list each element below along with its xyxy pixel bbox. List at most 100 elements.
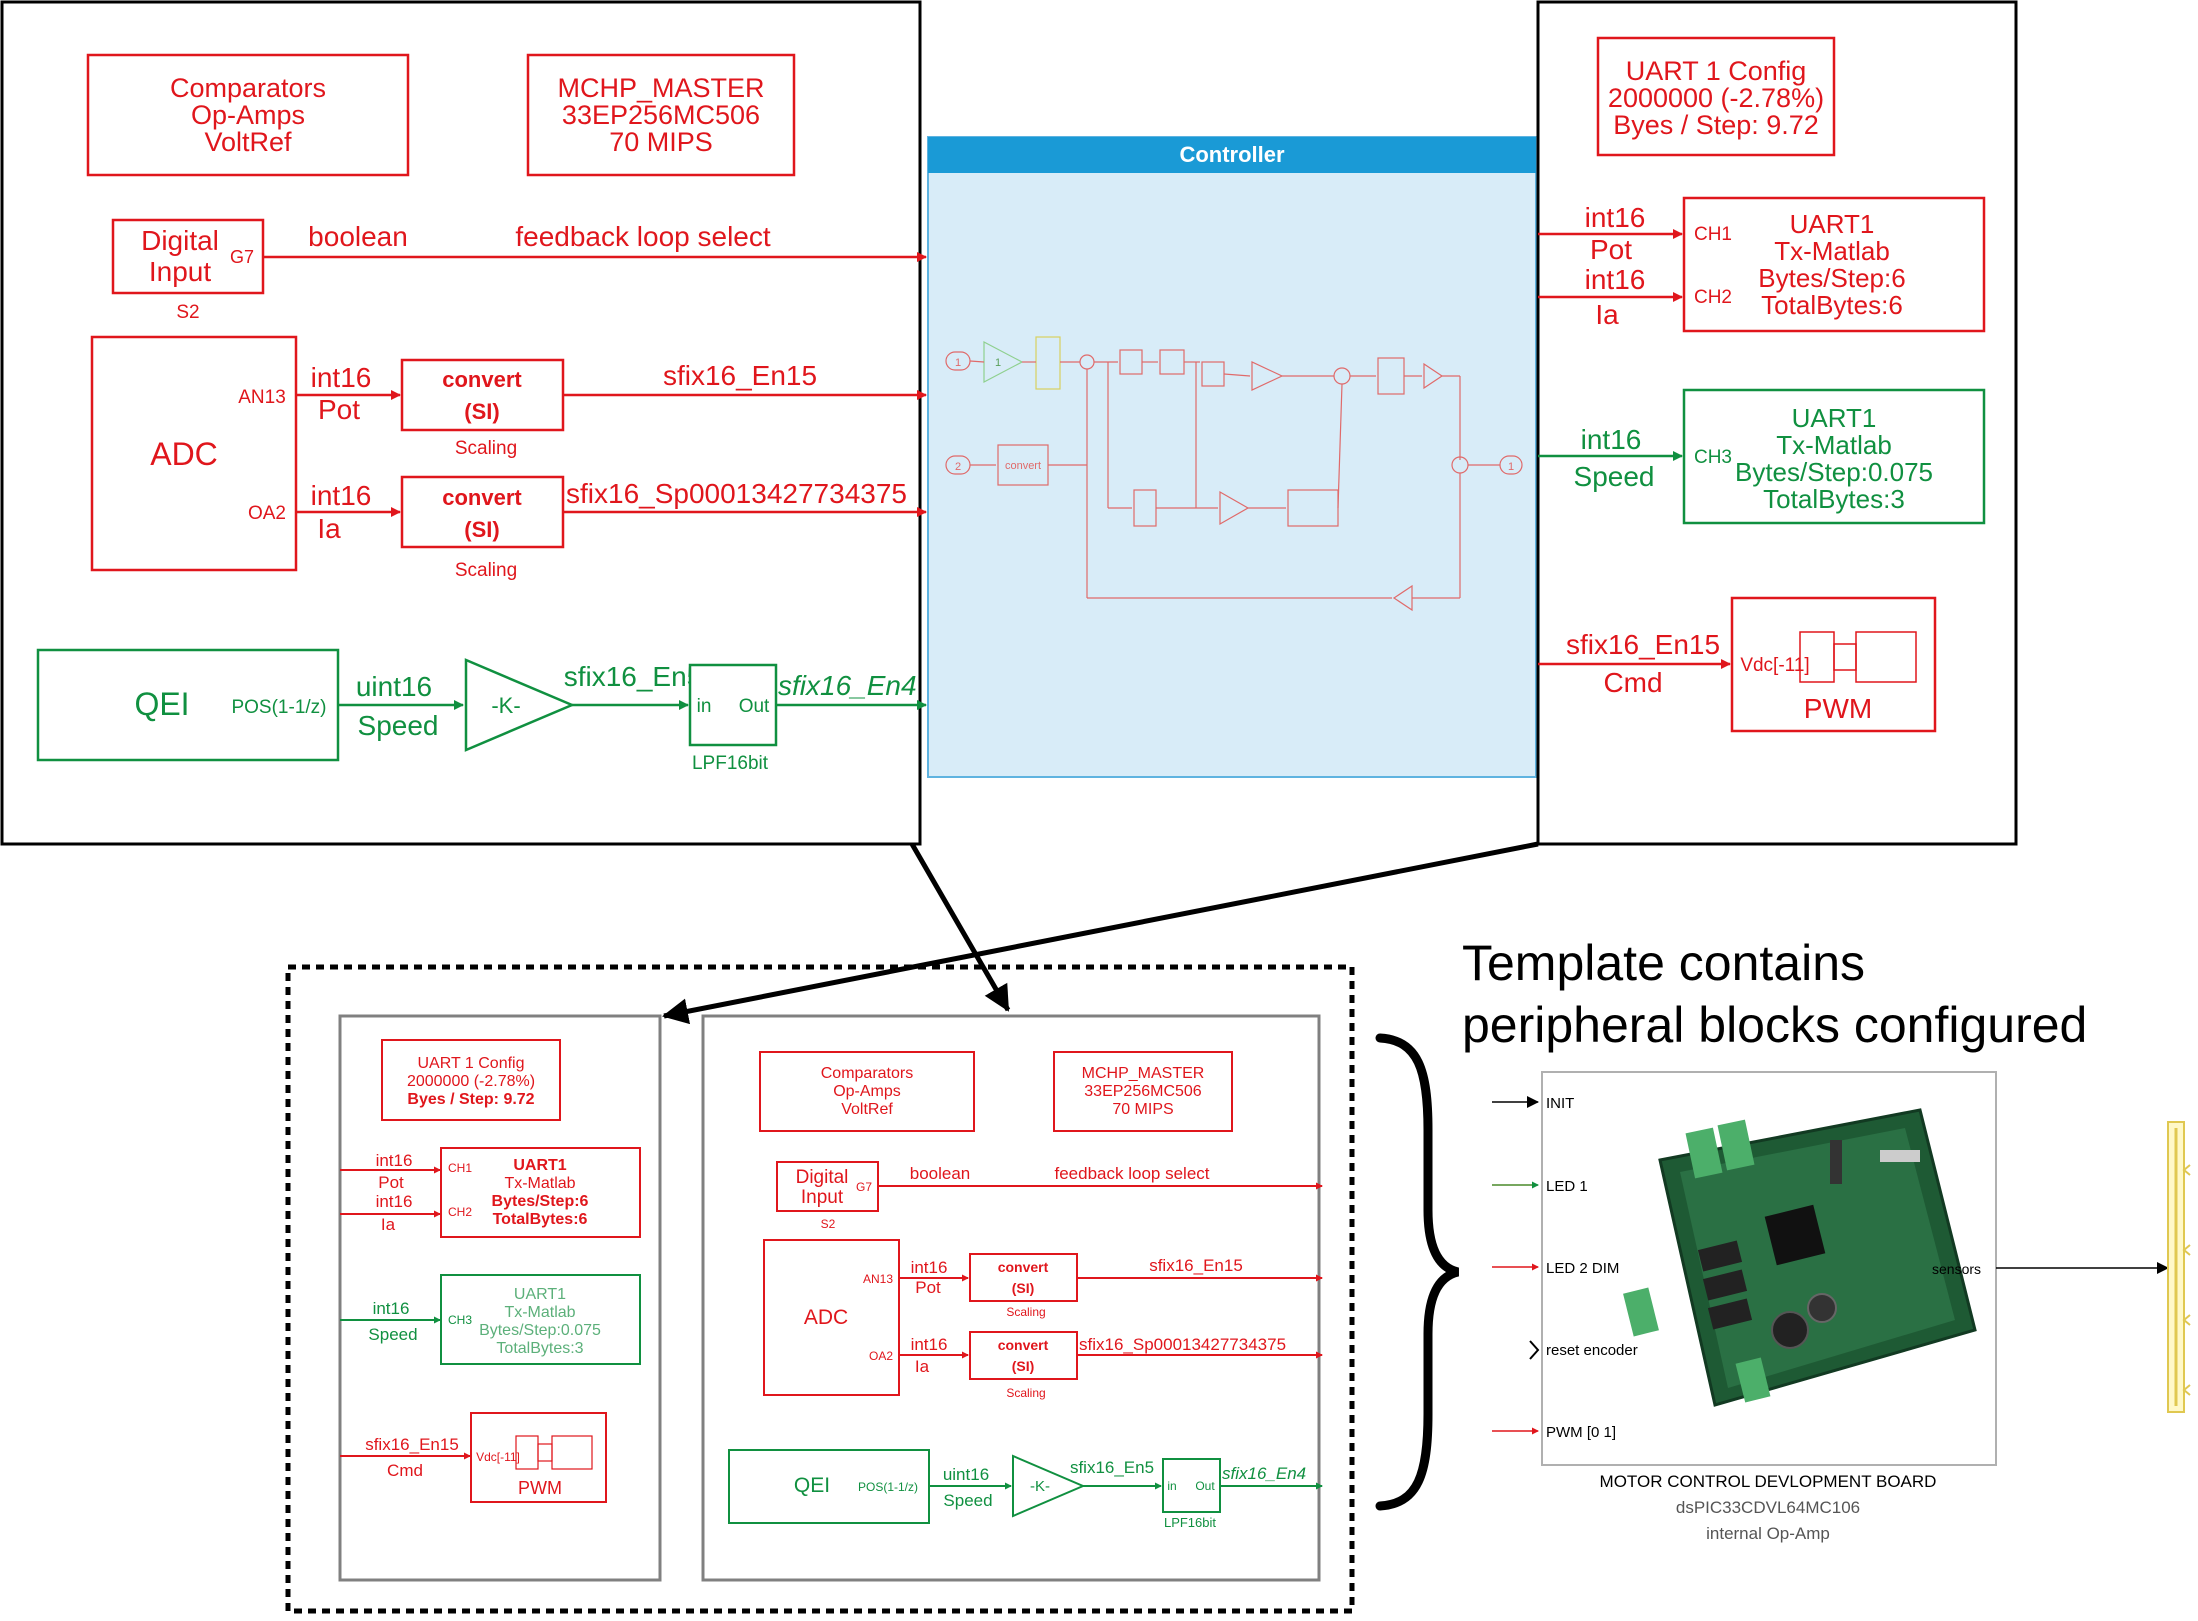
mini-gain-label: -K-	[1030, 1478, 1050, 1495]
mini-uart-config[interactable]: UART 1 Config 2000000 (-2.78%) Byes / St…	[381, 1039, 561, 1121]
digital-input-line2: Input	[149, 256, 211, 287]
digital-input-block[interactable]: Digital Input G7 S2	[111, 218, 265, 323]
board-image	[1623, 1108, 1977, 1407]
signal-ia: Ia	[317, 513, 341, 544]
uart2-ch3: CH3	[1694, 447, 1732, 468]
controller-inport-2: 2	[955, 461, 961, 473]
mini-adc-port2: OA2	[869, 1349, 893, 1363]
mini-lpf[interactable]: in Out LPF16bit	[1162, 1458, 1221, 1530]
board-input-led1: LED 1	[1546, 1178, 1588, 1195]
mini-convert-1[interactable]: convert (SI) Scaling	[969, 1253, 1078, 1319]
mini-pwm-port: Vdc[-11]	[476, 1450, 520, 1464]
lpf-block[interactable]: in Out LPF16bit	[688, 663, 778, 774]
mini-digital-line1: Digital	[796, 1167, 849, 1188]
mini-qei[interactable]: QEI POS(1-1/z)	[728, 1449, 930, 1524]
mini-gain[interactable]: -K-	[1012, 1454, 1086, 1518]
convert-block-2[interactable]: convert (SI) Scaling	[400, 475, 565, 581]
mini-pot: Pot	[915, 1278, 941, 1297]
mini-uart-tx-1[interactable]: CH1 CH2 UART1 Tx-Matlab Bytes/Step:6 Tot…	[440, 1147, 641, 1238]
mini-convert-2[interactable]: convert (SI) Scaling	[969, 1331, 1078, 1400]
mini-lpf-sublabel: LPF16bit	[1164, 1515, 1216, 1530]
mini-uart2-line4: TotalBytes:3	[496, 1340, 583, 1357]
mini-uart2-ch3: CH3	[448, 1313, 472, 1327]
controller-title: Controller	[1179, 142, 1285, 167]
port-reset-chevron	[1529, 1340, 1540, 1360]
mini-master-line3: 70 MIPS	[1112, 1101, 1173, 1118]
signal-sfix16-en4: sfix16_En4	[778, 670, 917, 701]
bus-selector-block[interactable]	[2167, 1121, 2191, 1413]
mini-digital-sublabel: S2	[821, 1217, 836, 1231]
signal-pot-ch1: Pot	[1590, 234, 1632, 265]
mini-master-line2: 33EP256MC506	[1084, 1083, 1202, 1100]
controller-convert: convert	[1005, 460, 1041, 472]
motor-control-board-block[interactable]: INIT LED 1 LED 2 DIM reset encoder PWM […	[1492, 1071, 2169, 1543]
convert2-line2: (SI)	[464, 517, 499, 542]
mini-pwm-block[interactable]: Vdc[-11] PWM	[470, 1412, 607, 1503]
board-caption-1: MOTOR CONTROL DEVLOPMENT BOARD	[1600, 1472, 1937, 1491]
digital-input-line1: Digital	[141, 225, 219, 256]
signal-int16-ia: int16	[311, 480, 372, 511]
mini-sfix16-en4: sfix16_En4	[1222, 1464, 1306, 1483]
mini-uart1-ch1: CH1	[448, 1161, 472, 1175]
mini-adc-label: ADC	[804, 1306, 848, 1329]
controller-subsystem[interactable]: Controller	[927, 136, 1537, 778]
uart2-line4: TotalBytes:3	[1763, 484, 1905, 514]
lpf-sublabel: LPF16bit	[692, 753, 769, 774]
mini-uart1-ch2: CH2	[448, 1205, 472, 1219]
digital-input-port: G7	[230, 247, 254, 267]
adc-block[interactable]: ADC AN13 OA2	[90, 335, 298, 572]
mini-convert2-line1: convert	[998, 1337, 1049, 1353]
convert2-sublabel: Scaling	[455, 560, 517, 581]
signal-int16-pot: int16	[311, 362, 372, 393]
lpf-out-port: Out	[739, 696, 770, 717]
adc-port-oa2: OA2	[248, 503, 286, 524]
controller-outport-1: 1	[1508, 461, 1514, 473]
uart2-line1: UART1	[1792, 403, 1877, 433]
board-input-pwm: PWM [0 1]	[1546, 1424, 1616, 1441]
qei-block[interactable]: QEI POS(1-1/z)	[36, 648, 340, 762]
mini-comparators[interactable]: Comparators Op-Amps VoltRef	[759, 1051, 975, 1132]
uart1-line3: Bytes/Step:6	[1758, 263, 1905, 293]
gain-block[interactable]: -K-	[464, 658, 576, 752]
uart-tx-block-1[interactable]: CH1 CH2 UART1 Tx-Matlab Bytes/Step:6 Tot…	[1682, 196, 1986, 333]
comparators-block[interactable]: Comparators Op-Amps VoltRef	[86, 53, 410, 177]
mini-digital-port: G7	[856, 1180, 872, 1194]
comparators-line1: Comparators	[170, 73, 326, 103]
pwm-label: PWM	[1804, 693, 1872, 724]
master-line2: 33EP256MC506	[562, 100, 760, 130]
template-heading-line1: Template contains	[1462, 935, 1865, 991]
mini-convert2-sublabel: Scaling	[1006, 1386, 1045, 1400]
mini-master-line1: MCHP_MASTER	[1082, 1065, 1205, 1082]
mini-adc[interactable]: ADC AN13 OA2	[763, 1239, 900, 1396]
mini-uart2-line2: Tx-Matlab	[504, 1304, 575, 1321]
uart-config-line1: UART 1 Config	[1626, 56, 1807, 86]
mini-master[interactable]: MCHP_MASTER 33EP256MC506 70 MIPS	[1053, 1051, 1233, 1132]
signal-sfix16-en5: sfix16_En5	[564, 661, 703, 692]
uart1-line2: Tx-Matlab	[1774, 236, 1890, 266]
mini-adc-port1: AN13	[863, 1272, 893, 1286]
convert2-line1: convert	[442, 485, 522, 510]
uart-config-block[interactable]: UART 1 Config 2000000 (-2.78%) Byes / St…	[1596, 36, 1836, 157]
convert-block-1[interactable]: convert (SI) Scaling	[400, 358, 565, 459]
mini-sfix16-en15-cmd: sfix16_En15	[365, 1435, 459, 1454]
uart2-line3: Bytes/Step:0.075	[1735, 457, 1933, 487]
signal-sfix16-sp: sfix16_Sp00013427734375	[566, 478, 907, 509]
qei-label: QEI	[134, 686, 189, 722]
mini-comparators-line2: Op-Amps	[833, 1083, 901, 1100]
uart1-line1: UART1	[1790, 209, 1875, 239]
mini-pwm-label: PWM	[518, 1478, 562, 1498]
brace	[1375, 1033, 1460, 1511]
master-block[interactable]: MCHP_MASTER 33EP256MC506 70 MIPS	[526, 53, 796, 177]
mini-int16-ch2: int16	[376, 1192, 413, 1211]
mini-uart-tx-2[interactable]: CH3 UART1 Tx-Matlab Bytes/Step:0.075 Tot…	[440, 1274, 641, 1365]
signal-sfix16-en15: sfix16_En15	[663, 360, 817, 391]
uart-tx-block-2[interactable]: CH3 UART1 Tx-Matlab Bytes/Step:0.075 Tot…	[1682, 388, 1986, 525]
board-input-led2: LED 2 DIM	[1546, 1260, 1619, 1277]
qei-port: POS(1-1/z)	[231, 697, 326, 718]
uart1-ch1: CH1	[1694, 224, 1732, 245]
mini-uart2-line1: UART1	[514, 1286, 566, 1303]
mini-left-panel: Comparators Op-Amps VoltRef MCHP_MASTER …	[728, 1051, 1323, 1530]
pwm-block[interactable]: Vdc[-11] PWM	[1730, 596, 1937, 733]
signal-speed-ch3: Speed	[1574, 461, 1655, 492]
board-caption-2: dsPIC33CDVL64MC106	[1676, 1498, 1860, 1517]
